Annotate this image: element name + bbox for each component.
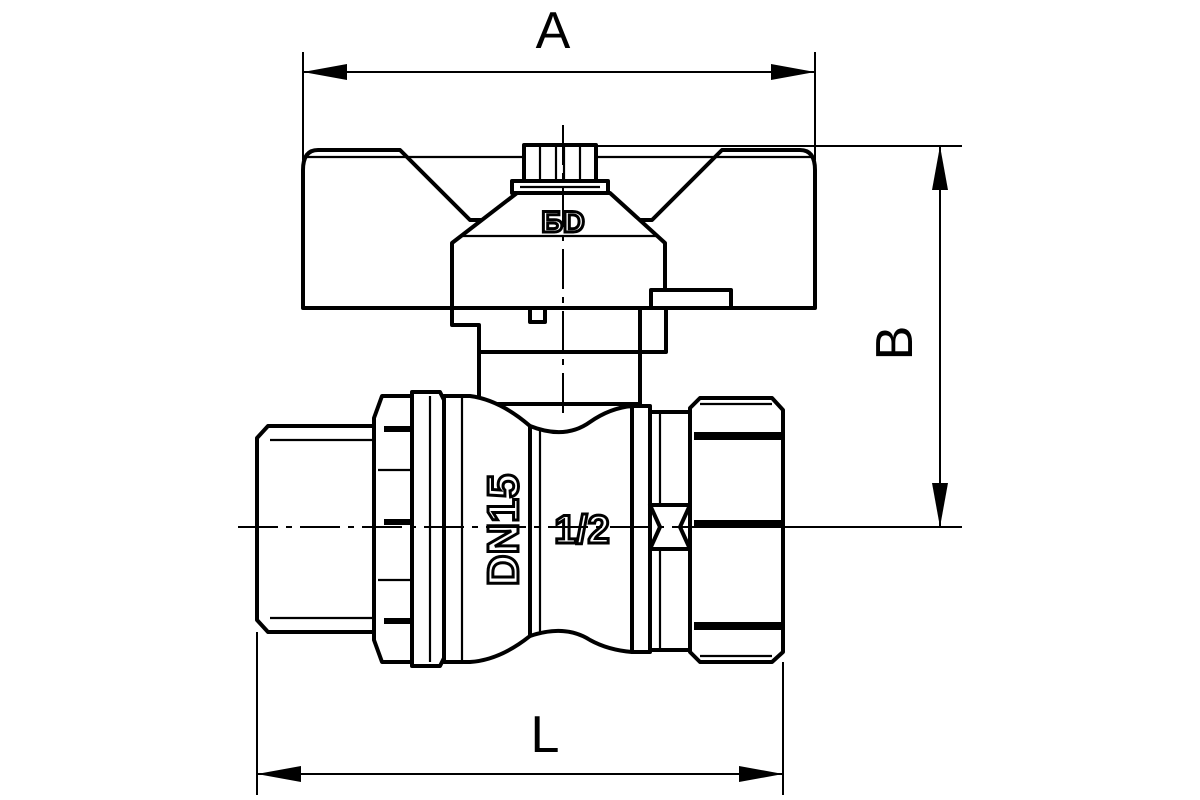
dimension-a-label: A	[536, 2, 571, 60]
dimension-a-arrow-left	[303, 64, 347, 80]
male-thread-end	[255, 424, 384, 634]
nominal-diameter-marking: DN15	[479, 474, 528, 587]
female-hex-end	[688, 396, 785, 664]
dimension-a-arrow-right	[771, 64, 815, 80]
dimension-l-arrow-left	[257, 766, 301, 782]
dimension-b-label: B	[866, 326, 924, 361]
butterfly-handle: БD	[301, 143, 817, 406]
body-right-neck	[630, 404, 652, 654]
valve-stem	[477, 350, 642, 406]
stem-nut	[510, 143, 610, 195]
thread-size-marking: 1/2	[554, 508, 610, 552]
body-flange	[410, 390, 446, 668]
dimension-l-arrow-right	[739, 766, 783, 782]
dimension-l: L	[256, 632, 784, 795]
dimension-l-label: L	[531, 706, 560, 764]
valve-body: DN15 1/2	[255, 390, 785, 668]
handle-stopper-post	[638, 306, 668, 354]
dimension-b-arrow-top	[932, 146, 948, 190]
dimension-b-arrow-bottom	[932, 483, 948, 527]
handle-hub-lower	[450, 306, 642, 354]
dimension-a: A	[302, 2, 816, 160]
handle-stopper	[649, 288, 733, 310]
